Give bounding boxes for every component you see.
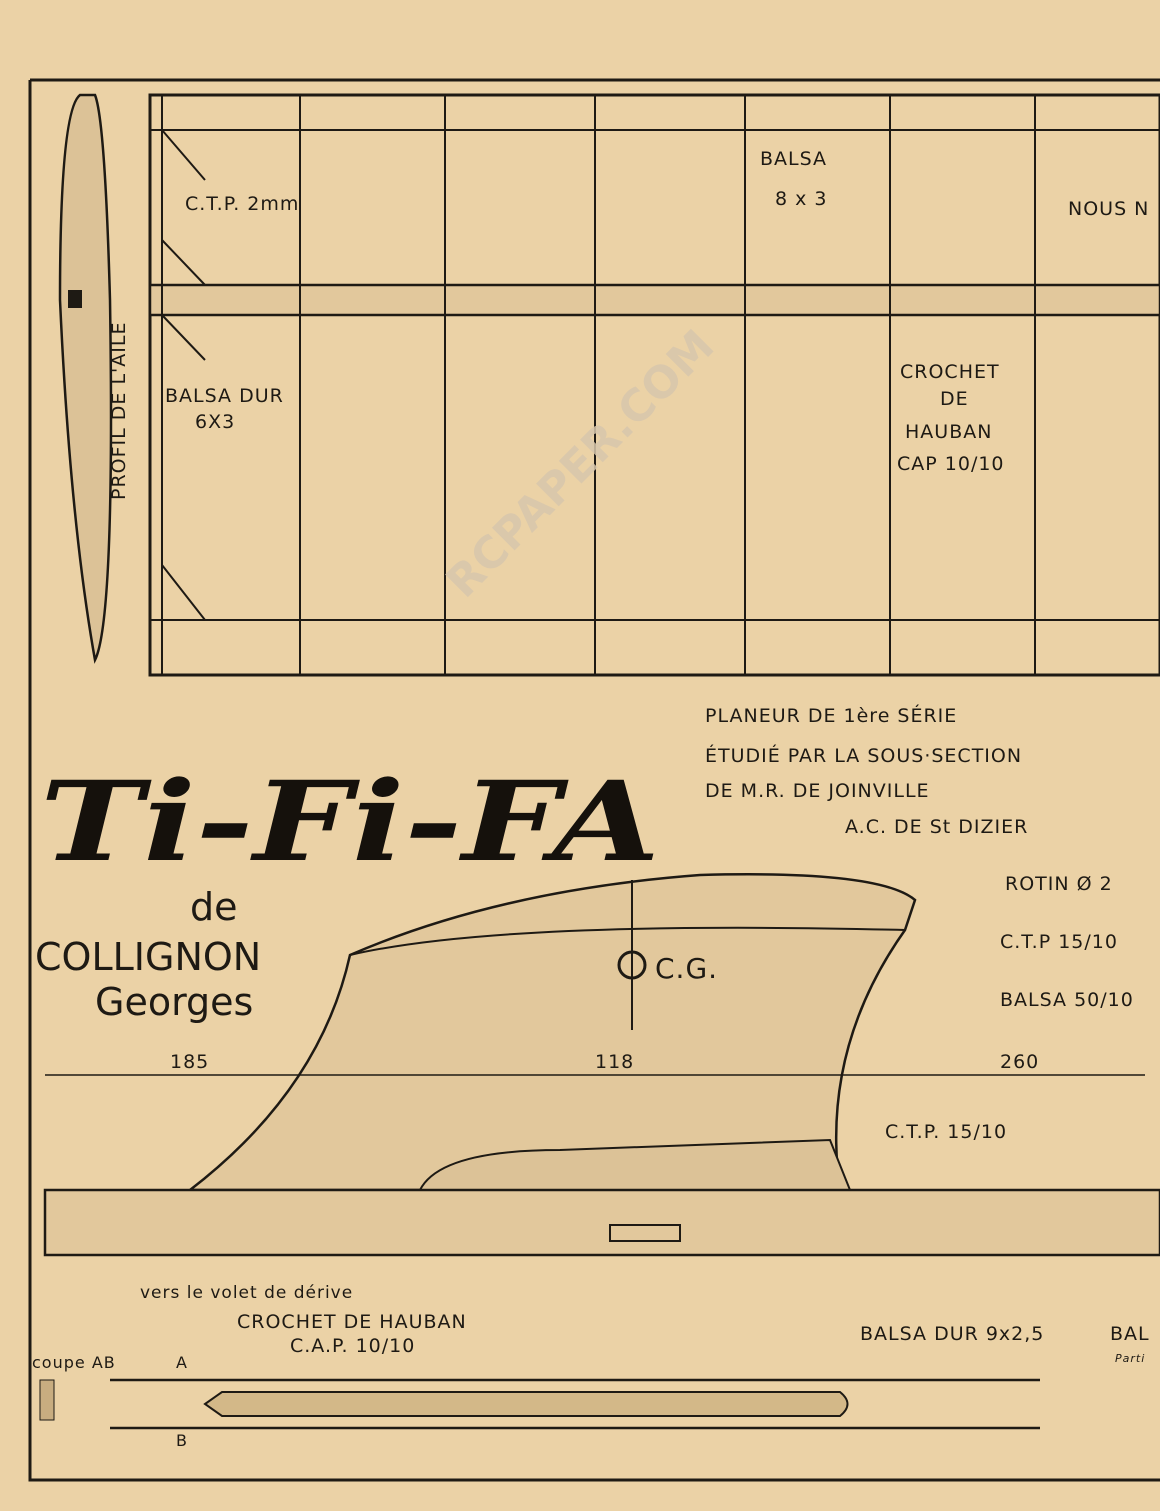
description-line: ÉTUDIÉ PAR LA SOUS·SECTION [705, 744, 1022, 767]
cg-label: C.G. [655, 952, 718, 985]
wing-profile-label: PROFIL DE L'AILE [108, 322, 130, 500]
balsa-cut-label: BAL [1110, 1323, 1150, 1345]
fin-balsa-label: BALSA 50/10 [1000, 989, 1134, 1011]
volet-note: vers le volet de dérive [140, 1283, 353, 1303]
wing-plan [148, 93, 1160, 677]
wing-balsa-dur-dim: 6X3 [195, 411, 235, 433]
fuselage-boom [43, 1188, 1160, 1257]
wing-crochet-line: HAUBAN [905, 421, 992, 443]
fin-ctp-bottom-label: C.T.P. 15/10 [885, 1121, 1007, 1143]
glider-title: Ti-Fi-FA [40, 757, 660, 886]
crochet-label: CROCHET DE HAUBAN [237, 1311, 467, 1333]
description-line: DE M.R. DE JOINVILLE [705, 780, 930, 802]
wing-crochet-line: CAP 10/10 [897, 453, 1005, 475]
section-b-label: B [176, 1431, 188, 1450]
section-label: coupe AB [32, 1353, 116, 1372]
section-a-label: A [176, 1353, 188, 1372]
section-core [203, 1391, 849, 1417]
wing-profile [58, 93, 113, 664]
wing-note-text: NOUS N [1068, 198, 1149, 220]
fin-ctp-plate [419, 1138, 851, 1191]
wing-balsa-dur-label: BALSA DUR [165, 385, 284, 407]
wing-balsa-label: BALSA [760, 148, 827, 170]
watermark-logo: RCPAPER.COM [437, 320, 725, 608]
balsa-dur-label: BALSA DUR 9x2,5 [860, 1323, 1044, 1345]
dimension-185: 185 [170, 1051, 209, 1073]
wing-spar-section [68, 290, 82, 308]
parti-label: Parti [1115, 1352, 1145, 1365]
fin-ctp-top-label: C.T.P 15/10 [1000, 931, 1118, 953]
crochet-cap-label: C.A.P. 10/10 [290, 1335, 415, 1357]
author-first-name: Georges [95, 980, 253, 1024]
description-line: PLANEUR DE 1ère SÉRIE [705, 704, 957, 727]
section-ab-view [39, 1379, 55, 1421]
wing-ctp-label: C.T.P. 2mm [185, 193, 299, 215]
wing-crochet-line: CROCHET [900, 361, 1000, 383]
dimension-118: 118 [595, 1051, 634, 1073]
author-last-name: COLLIGNON [35, 935, 261, 979]
wing-balsa-dim: 8 x 3 [775, 188, 828, 210]
plan-frame [28, 78, 1160, 1482]
wing-crochet-line: DE [940, 388, 969, 410]
fin-rotin-label: ROTIN Ø 2 [1005, 873, 1113, 895]
description-line: A.C. DE St DIZIER [845, 816, 1028, 838]
dimension-260: 260 [1000, 1051, 1039, 1073]
title-de: de [190, 885, 238, 929]
